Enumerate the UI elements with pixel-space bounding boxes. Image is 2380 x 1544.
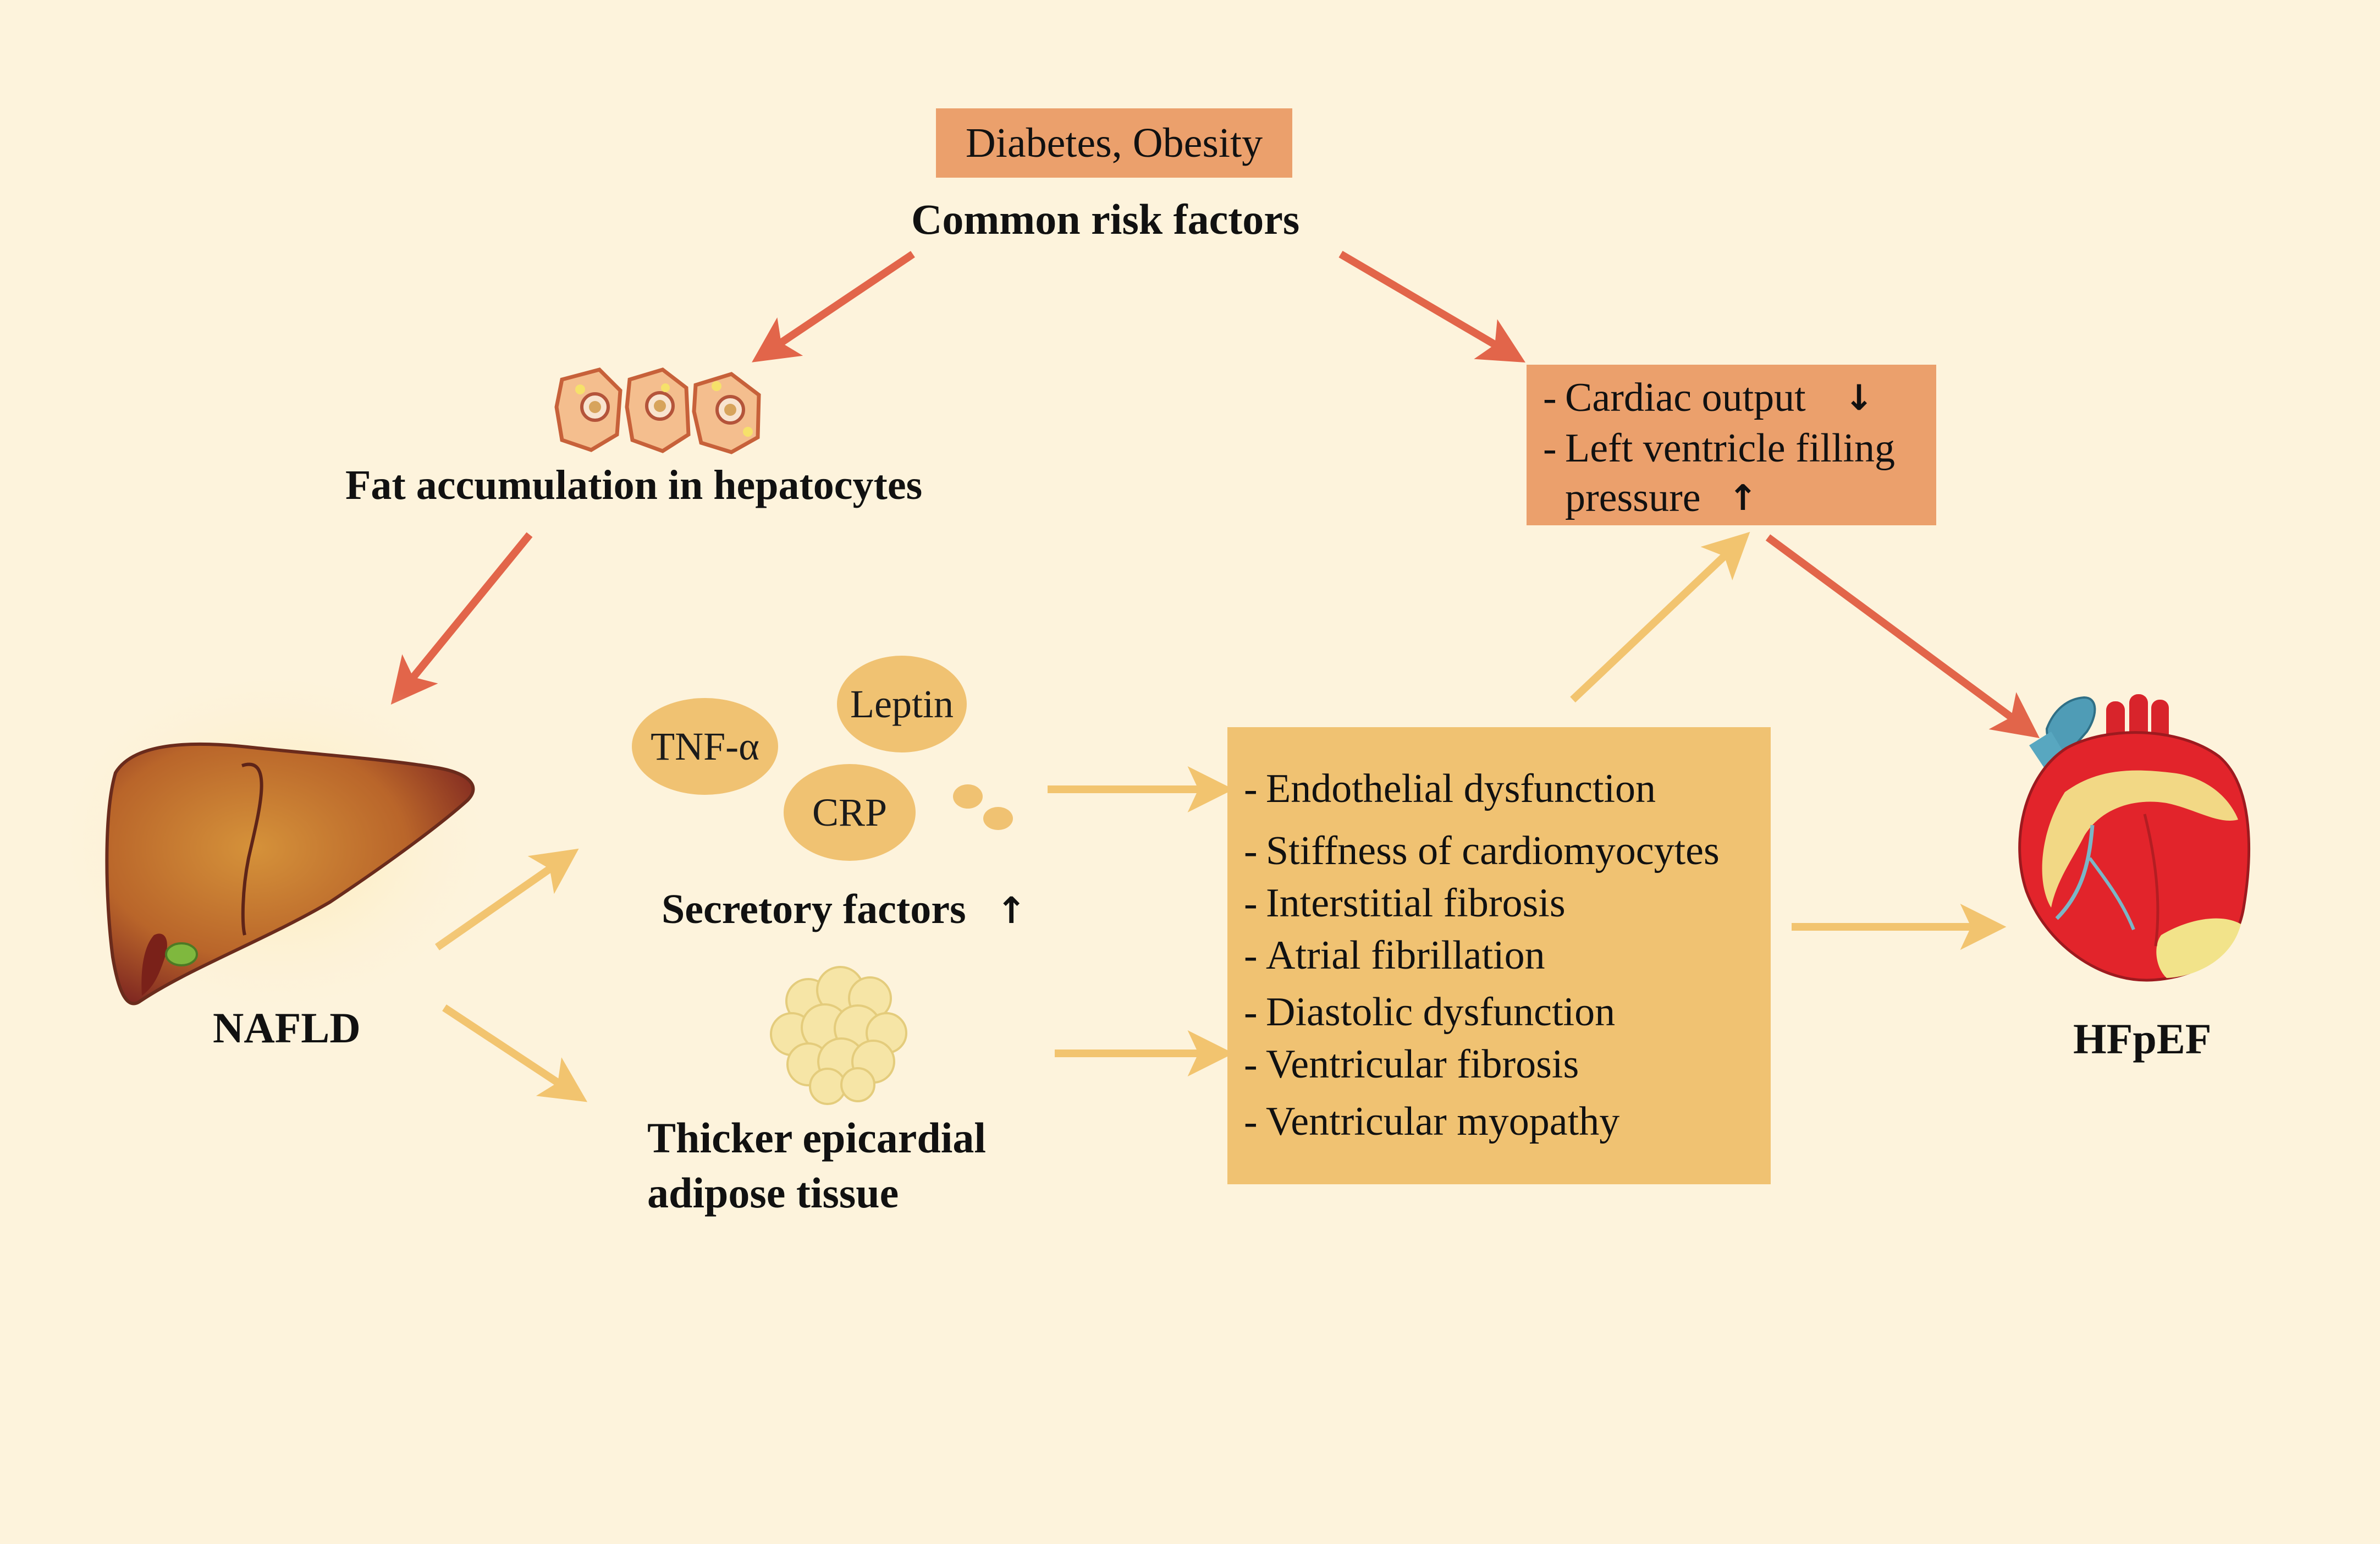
effect-item: -Interstitial fibrosis: [1244, 881, 1566, 926]
small-bubble-1: [953, 784, 983, 809]
crp-bubble: [784, 764, 916, 861]
increase-arrow-icon: ↑: [1728, 477, 1758, 519]
effect-item: -Ventricular myopathy: [1244, 1099, 1620, 1144]
cardiac-item-text: Cardiac output: [1565, 375, 1806, 420]
tnf-alpha-label: TNF-α: [651, 724, 759, 768]
epicardial-label-line2: adipose tissue: [647, 1169, 899, 1217]
effect-item: -Stiffness of cardiomyocytes: [1244, 828, 1720, 873]
effect-item: -Ventricular fibrosis: [1244, 1042, 1579, 1087]
cardiac-changes-box: - Cardiac output ↓ - Left ventricle fill…: [1527, 365, 1936, 525]
hepatocytes-label: Fat accumulation in hepatocytes: [345, 462, 923, 508]
effect-item: -Diastolic dysfunction: [1244, 990, 1616, 1035]
decrease-arrow-icon: ↓: [1844, 377, 1874, 419]
arrow-risk-to-hepatocytes: [752, 251, 915, 362]
secretory-factors-text: Secretory factors: [662, 886, 966, 932]
effect-item-text: Interstitial fibrosis: [1266, 881, 1566, 926]
arrow-effects-to-cardiac: [1570, 531, 1750, 703]
arrow-hepatocytes-to-nafld: [390, 532, 533, 705]
effect-item: -Atrial fibrillation: [1244, 933, 1545, 978]
effect-item-text: Ventricular myopathy: [1266, 1099, 1620, 1144]
cardiac-item-text: Left ventricle filling: [1565, 426, 1895, 471]
risk-factors-box: Diabetes, Obesity: [936, 108, 1292, 178]
hfpef-label: HFpEF: [2073, 1015, 2212, 1063]
secretory-bubbles: [632, 656, 1013, 861]
arrow-nafld-to-epicardial: [442, 1004, 588, 1102]
effect-item-text: Endothelial dysfunction: [1266, 766, 1656, 811]
cardiac-item: - Left ventricle filling: [1543, 426, 1895, 471]
leptin-bubble: [837, 656, 967, 752]
adipose-tissue-icon: [770, 966, 907, 1105]
increase-arrow-icon: ↑: [996, 889, 1027, 932]
secretory-factors-label: Secretory factors ↑: [662, 888, 1027, 930]
cardiac-item-text: pressure: [1565, 475, 1701, 520]
effect-item-text: Ventricular fibrosis: [1266, 1042, 1579, 1087]
effect-item-text: Diastolic dysfunction: [1266, 990, 1616, 1035]
risk-box-label: Diabetes, Obesity: [965, 119, 1263, 166]
hepatocyte-cells-icon: [554, 367, 761, 454]
cardiac-item: pressure ↑: [1565, 475, 1758, 521]
risk-title: Common risk factors: [911, 195, 1300, 243]
effect-item: -Endothelial dysfunction: [1244, 766, 1656, 811]
leptin-label: Leptin: [850, 682, 954, 726]
cardiac-item: - Cardiac output ↓: [1543, 375, 1874, 420]
heart-icon: [2018, 694, 2250, 982]
small-bubble-2: [983, 807, 1013, 830]
effect-item-text: Stiffness of cardiomyocytes: [1266, 828, 1720, 873]
nafld-label: NAFLD: [213, 1004, 361, 1052]
tnf-alpha-bubble: [632, 698, 778, 795]
arrow-risk-to-cardiac: [1338, 250, 1525, 362]
epicardial-label-line1: Thicker epicardial: [647, 1114, 987, 1162]
liver-icon: [44, 660, 506, 1023]
crp-label: CRP: [812, 790, 888, 834]
effect-item-text: Atrial fibrillation: [1266, 933, 1545, 978]
cardiac-effects-box: -Endothelial dysfunction -Stiffness of c…: [1227, 727, 1771, 1184]
arrow-cardiac-to-hfpef: [1765, 534, 2040, 738]
